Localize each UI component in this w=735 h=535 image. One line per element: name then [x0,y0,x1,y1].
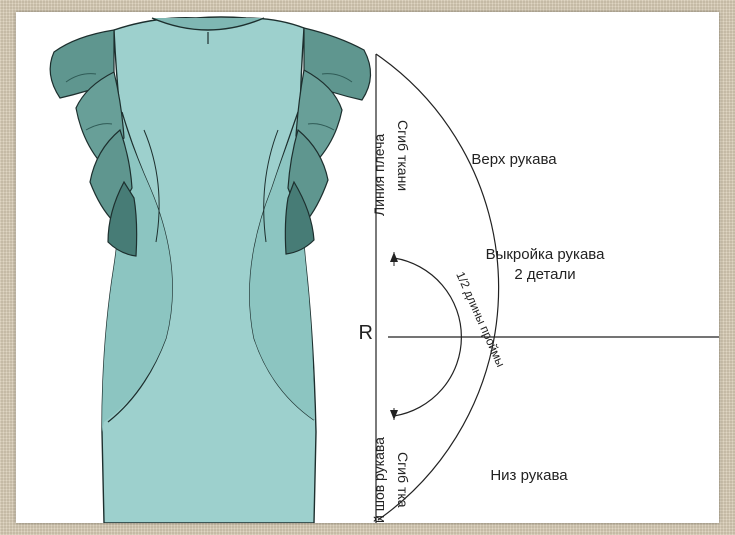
bottom-sleeve-label: Низ рукава [490,467,568,484]
armhole-arc [393,257,462,417]
right-flutter-sleeve [284,27,372,255]
pattern-title-line2: 2 детали [514,266,575,283]
illustration: Верх рукава Выкройка рукава 2 детали Низ… [49,16,719,523]
left-side-panel [102,112,173,432]
radius-label: R [359,322,373,344]
dress-illustration [49,16,372,523]
armhole-arc-label: 1/2 длины проймы [453,270,508,370]
sleeve-seam-label: й шов рукава [371,437,387,523]
shoulder-line-label: Линия плеча [371,134,387,216]
pattern-sheet: Верх рукава Выкройка рукава 2 детали Низ… [16,12,719,523]
sleeve-pattern: Верх рукава Выкройка рукава 2 детали Низ… [359,53,719,523]
left-flutter-sleeve [49,29,138,257]
fold-label-top: Сгиб ткани [395,120,411,191]
top-sleeve-label: Верх рукава [471,151,557,168]
fold-label-bottom: Сгиб тка [395,452,411,508]
pattern-title-line1: Выкройка рукава [486,246,606,263]
neckline [151,17,265,31]
outer-sleeve-arc [375,53,500,521]
